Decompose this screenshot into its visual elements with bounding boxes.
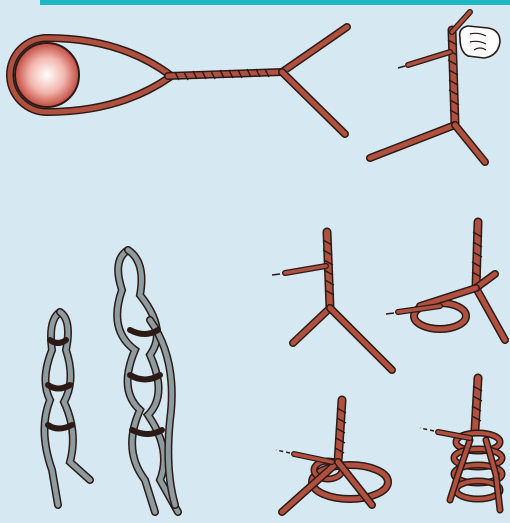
- panel-step-wrap-around: [276, 400, 388, 512]
- panel-step-finished: [420, 378, 502, 510]
- panel-step-wrap-start: [272, 232, 392, 370]
- large-steel-loop: [117, 250, 178, 512]
- panel-step-loop: [386, 222, 505, 340]
- thimble-ring: [15, 43, 79, 107]
- hand-holding-wire-icon: [460, 26, 500, 58]
- panel-hand-twist: [370, 12, 500, 162]
- panel-steel-loops: [44, 250, 178, 512]
- panel-ring-loop: [10, 27, 347, 134]
- small-steel-loop: [44, 312, 90, 505]
